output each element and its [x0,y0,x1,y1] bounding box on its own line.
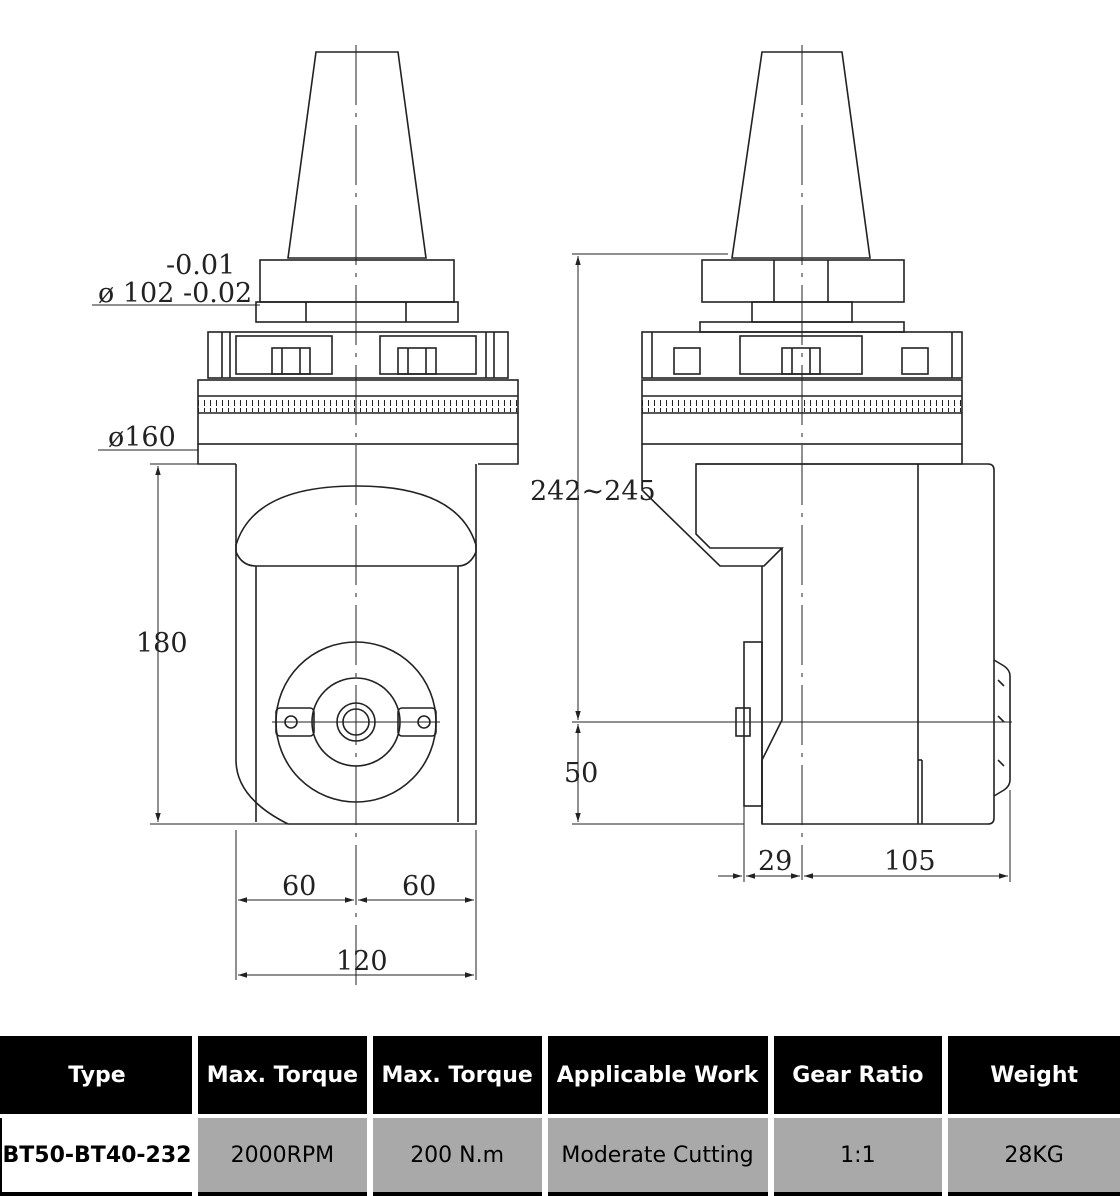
side-view [641,45,1012,880]
front-dimensions [92,304,477,980]
side-taper [731,51,871,259]
tolerance-upper: -0.01 [166,250,235,281]
height-180-label: 180 [136,628,188,659]
side-housing [696,463,995,825]
table-row: BT50-BT40-232 2000RPM 200 N.m Moderate C… [0,1114,1120,1196]
technical-drawing: -0.01 ø 102 -0.02 ø160 180 60 60 120 [92,45,1012,990]
header-applicable-work: Applicable Work [541,1036,771,1116]
diameter-160-label: ø160 [108,422,176,453]
spec-table: Type Max. Torque Max. Torque Applicable … [0,1036,1120,1196]
overall-height-label: 242~245 [530,476,656,507]
front-view [197,45,519,990]
header-max-torque-2: Max. Torque [366,1036,545,1116]
cell-weight: 28KG [942,1114,1120,1196]
spec-table-header-row: Type Max. Torque Max. Torque Applicable … [0,1036,1120,1116]
header-weight: Weight [942,1036,1120,1116]
offset-29-label: 29 [758,846,792,877]
header-type: Type [0,1036,195,1116]
header-gear-ratio: Gear Ratio [767,1036,946,1116]
front-nut-right [397,347,437,375]
spindle-height-label: 50 [564,758,598,789]
side-dimensions [572,253,1011,882]
diameter-102-label: ø 102 -0.02 [98,278,252,309]
header-max-torque-1: Max. Torque [192,1036,370,1116]
cell-torque: 200 N.m [366,1114,545,1196]
half-width-left-label: 60 [282,871,316,902]
front-taper [287,51,427,259]
depth-105-label: 105 [884,846,936,877]
half-width-right-label: 60 [402,871,436,902]
cell-type: BT50-BT40-232 [0,1114,197,1196]
total-width-label: 120 [336,946,388,977]
front-nut-left [271,347,311,375]
cell-gear-ratio: 1:1 [767,1114,946,1196]
side-spindle-block [743,641,763,807]
front-flange [259,259,455,303]
side-flange [701,259,905,303]
cell-applicable-work: Moderate Cutting [541,1114,771,1196]
cell-speed: 2000RPM [192,1114,370,1196]
front-top-block [207,331,509,379]
